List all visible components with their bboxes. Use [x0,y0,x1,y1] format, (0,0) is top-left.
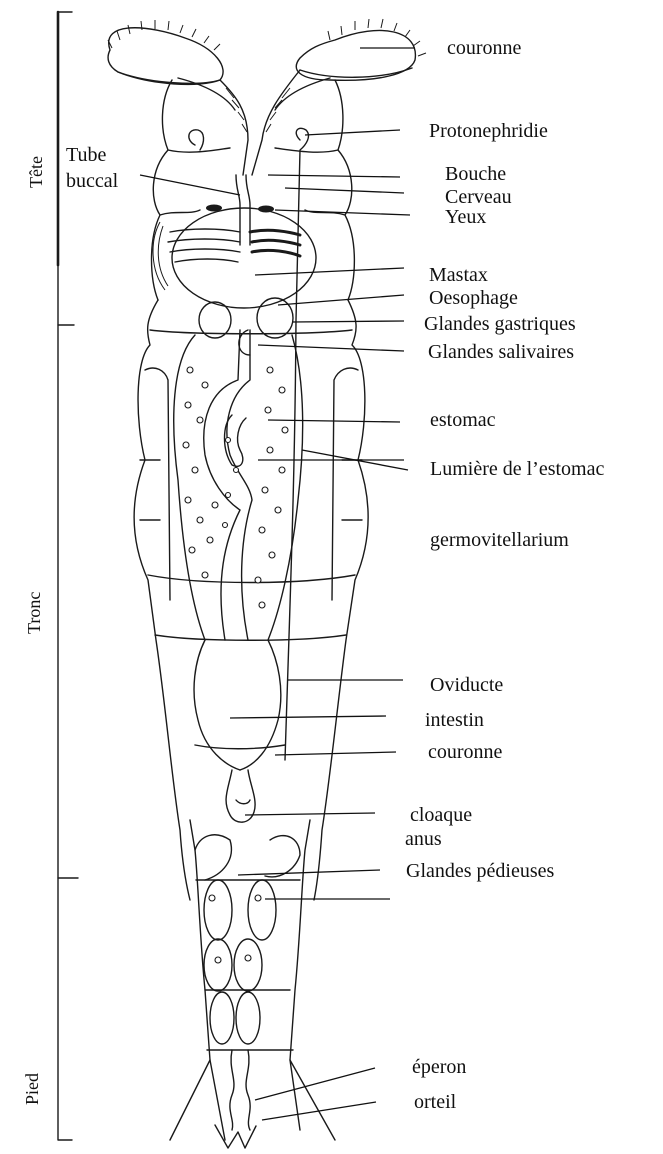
label-eperon: éperon [412,1057,466,1077]
leader-lines [140,48,415,1120]
region-label-trunk: Tronc [24,592,45,634]
label-orteil: orteil [414,1092,456,1112]
label-cloaque: cloaque [410,805,472,825]
label-cerveau: Cerveau [445,187,512,207]
region-label-foot: Pied [22,1073,43,1105]
label-intestin: intestin [425,710,484,730]
label-yeux: Yeux [445,207,486,227]
stomach [174,298,303,640]
corona [108,19,426,175]
trunk-outline [134,300,368,900]
label-oviducte: Oviducte [430,675,503,695]
label-couronne-top: couronne [447,38,521,58]
label-glandes-gastriques: Glandes gastriques [424,314,576,334]
label-bouche: Bouche [445,164,506,184]
mastax [153,208,316,308]
label-oesophage: Oesophage [429,288,518,308]
label-glandes-salivaires: Glandes salivaires [428,342,574,362]
label-glandes-pedieuses: Glandes pédieuses [406,861,554,881]
label-couronne-bottom: couronne [428,742,502,762]
label-anus: anus [405,829,442,849]
intestine [194,640,285,822]
label-lumiere-estomac: Lumière de l’estomac [430,459,604,479]
label-mastax: Mastax [429,265,488,285]
region-label-head: Tête [26,156,47,188]
label-estomac: estomac [430,410,496,430]
label-tube-buccal-1: Tube [66,145,106,165]
head-organs [189,128,309,760]
label-protonephridie: Protonephridie [429,121,548,141]
label-tube-buccal-2: buccal [66,171,118,191]
label-germovitellarium: germovitellarium [430,530,569,550]
foot [170,820,335,1148]
